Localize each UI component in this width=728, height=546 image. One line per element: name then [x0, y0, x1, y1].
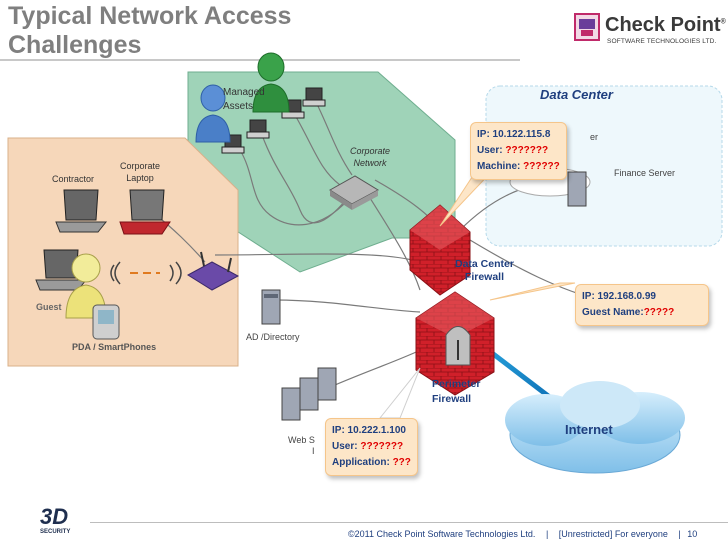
dc-firewall-text: Data Center Firewall: [455, 258, 514, 283]
workstation-icon: [221, 87, 326, 154]
perimeter-firewall-label: Perimeter Firewall: [432, 377, 480, 407]
user-icon: [252, 52, 290, 113]
callout-user-value: ???????: [360, 441, 404, 452]
callout-machine-label: Machine:: [477, 161, 524, 172]
pda-icon: [92, 304, 120, 340]
perimeter-firewall-icon: [415, 291, 495, 396]
callout-pointer: [378, 367, 421, 419]
web-server-partial-label: Web S: [288, 435, 315, 445]
title-line-1: Typical Network Access: [8, 2, 292, 30]
logo-3d-sub: SECURITY: [40, 529, 71, 535]
server-partial-label: er: [590, 132, 599, 142]
callout-pointer: [489, 282, 576, 301]
callout-user-label: User:: [332, 441, 361, 452]
laptop-icon: [119, 189, 171, 235]
corporate-network-label: Corporate Network: [350, 145, 390, 169]
slide-title: Typical Network Access Challenges: [8, 2, 408, 60]
internet-cloud-icon: [505, 381, 685, 474]
logo-3d-text: 3D: [40, 504, 69, 529]
callout-user-label: User:: [477, 145, 506, 156]
callout-application-label: Application:: [332, 457, 393, 468]
callout-application-value: ???: [392, 457, 411, 468]
logo-reg: ®: [720, 18, 726, 26]
finance-server-label: Finance Server: [614, 168, 676, 178]
callout-machine: Machine: ??????: [477, 159, 560, 175]
user-icon: [195, 84, 231, 143]
callout-guest-name-value: ?????: [643, 307, 675, 318]
callout-user: User: ???????: [332, 439, 411, 455]
footer-classification: [Unrestricted] For everyone: [558, 529, 668, 539]
ad-directory-label: AD /Directory: [246, 332, 300, 342]
footer-copyright: ©2011 Check Point Software Technologies …: [348, 529, 536, 539]
callout-guest-name: Guest Name:?????: [582, 305, 702, 321]
corporate-laptop-text: Corporate Laptop: [120, 161, 161, 183]
logo-name: Check Point: [605, 14, 721, 36]
callout-ip: IP: 10.122.115.8: [477, 129, 551, 140]
logo-tagline: SOFTWARE TECHNOLOGIES LTD.: [607, 38, 717, 45]
corporate-laptop-label: Corporate Laptop: [120, 160, 160, 184]
corporate-network-text: Corporate Network: [350, 146, 391, 168]
managed-assets-text: Managed Assets: [223, 87, 265, 112]
switch-icon: [329, 175, 380, 210]
callout-machine-value: ??????: [523, 161, 560, 172]
guest-label: Guest: [36, 302, 62, 312]
footer-divider: [90, 522, 728, 523]
web-server-partial-label-2: I: [312, 446, 315, 456]
dc-firewall-label: Data Center Firewall: [455, 258, 514, 284]
unknown-machine-callout: IP: 10.122.115.8 User: ??????? Machine: …: [470, 122, 567, 180]
server-icon: [281, 367, 337, 421]
data-center-label: Data Center: [540, 87, 613, 102]
wireless-router-icon: [110, 251, 240, 291]
internet-label: Internet: [565, 422, 613, 437]
callout-user-value: ???????: [505, 145, 549, 156]
checkpoint-logo: Check Point® SOFTWARE TECHNOLOGIES LTD.: [573, 12, 726, 50]
user-icon: [65, 253, 107, 319]
callout-ip: IP: 10.222.1.100: [332, 425, 406, 436]
contractor-label: Contractor: [52, 174, 95, 184]
footer: ©2011 Check Point Software Technologies …: [348, 529, 697, 539]
checkpoint-logo-icon: [574, 13, 600, 41]
guest-callout: IP: 192.168.0.99 Guest Name:?????: [575, 284, 709, 326]
server-icon: [261, 289, 281, 325]
page-number: 10: [687, 529, 698, 539]
footer-separator: |: [545, 529, 549, 539]
callout-guest-name-label: Guest Name:: [582, 307, 644, 318]
data-center-firewall-icon: [409, 204, 471, 296]
footer-separator: |: [678, 529, 681, 539]
perimeter-firewall-text: Perimeter Firewall: [432, 378, 481, 405]
managed-assets-label: Managed Assets: [223, 86, 265, 114]
callout-application: Application: ???: [332, 455, 411, 471]
3d-security-logo: 3D SECURITY: [40, 504, 71, 536]
laptop-icon: [55, 189, 108, 233]
callout-ip: IP: 192.168.0.99: [582, 291, 656, 302]
callout-user: User: ???????: [477, 143, 560, 159]
web-access-callout: IP: 10.222.1.100 User: ??????? Applicati…: [325, 418, 418, 476]
title-line-2: Challenges: [8, 31, 142, 59]
pda-label: PDA / SmartPhones: [72, 342, 157, 352]
